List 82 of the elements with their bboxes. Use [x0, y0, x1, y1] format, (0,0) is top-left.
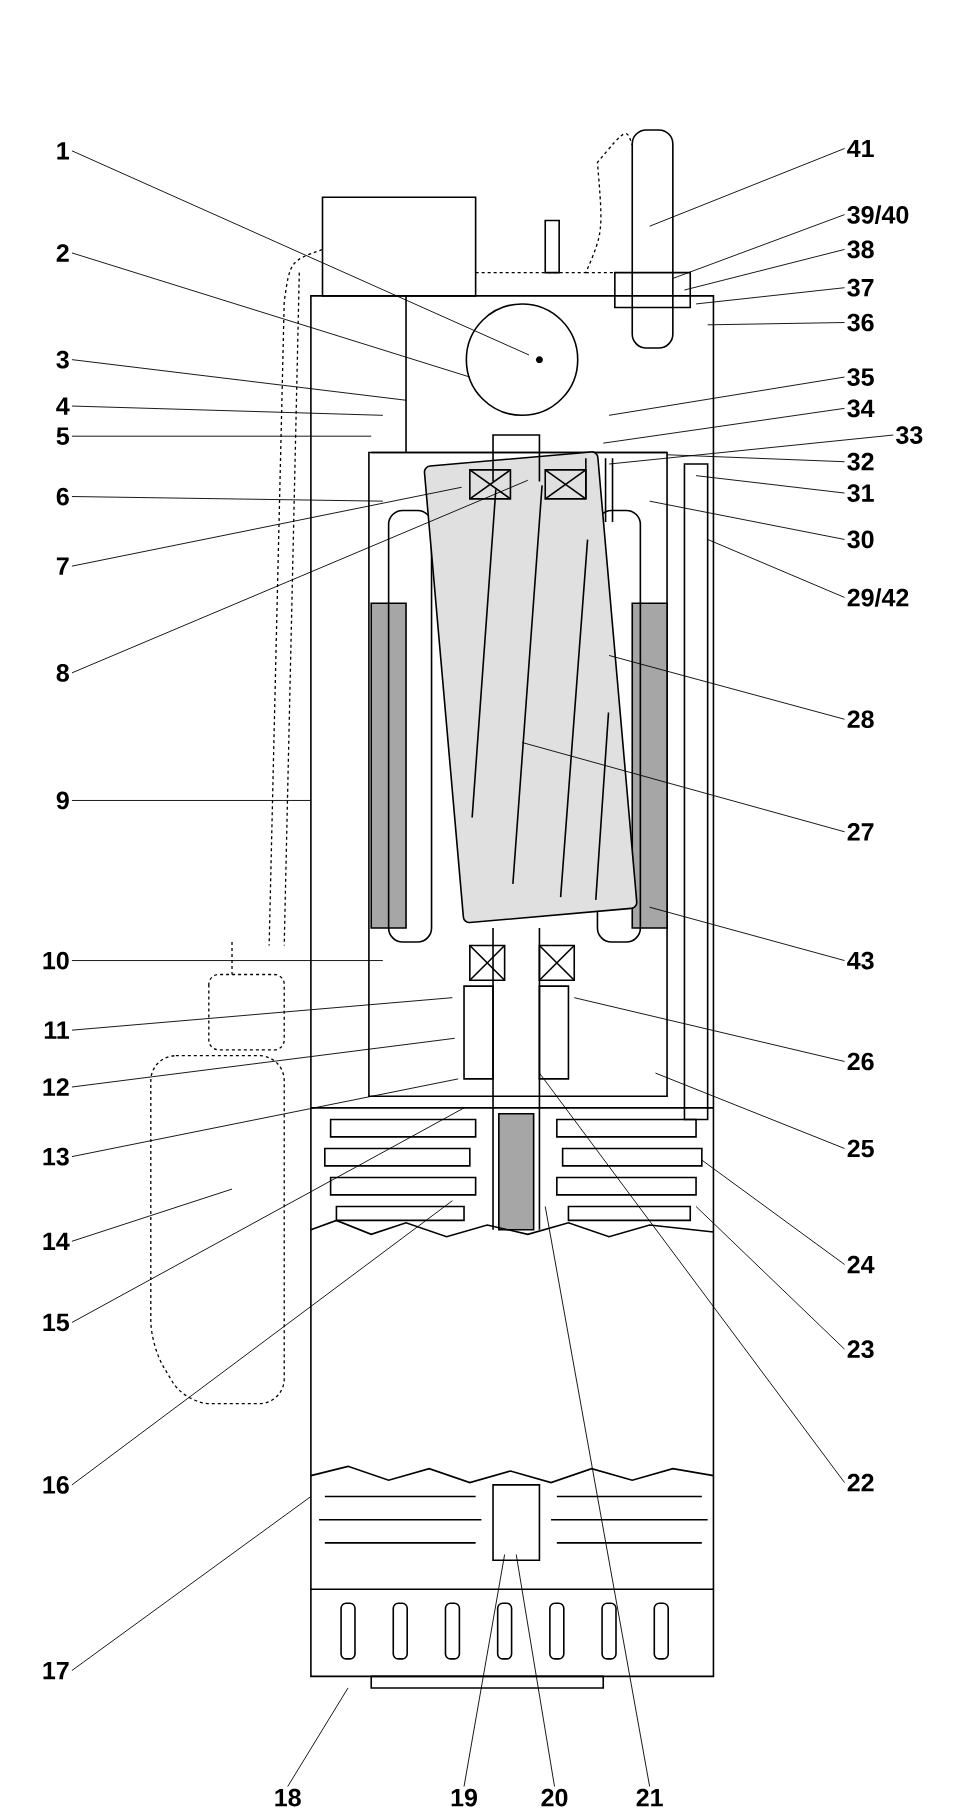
leader-line	[71, 405, 384, 416]
callout-number: 10	[43, 951, 69, 970]
callout-number: 23	[847, 1340, 874, 1359]
callout-number: 1	[57, 142, 70, 160]
leader-line	[655, 1072, 846, 1149]
callout-number: 7	[57, 557, 69, 575]
leader-line	[71, 435, 372, 437]
callout-number: 12	[43, 1078, 69, 1096]
leader-line	[71, 486, 463, 567]
callout-number: 34	[847, 399, 875, 418]
leader-line	[71, 150, 530, 356]
leader-line	[71, 1200, 454, 1486]
callout-number: 28	[847, 710, 874, 729]
leader-line	[695, 1206, 846, 1350]
leader-line	[603, 407, 846, 444]
callout-number: 9	[56, 791, 69, 810]
callout-number: 13	[43, 1147, 70, 1166]
callout-number: 21	[636, 1788, 664, 1807]
callout-number: 27	[847, 823, 874, 841]
leader-line	[71, 359, 407, 401]
leader-line	[649, 148, 846, 227]
callout-number: 4	[56, 397, 70, 415]
leader-line	[71, 960, 384, 961]
leader-line	[521, 742, 846, 833]
callout-number: 3	[56, 350, 70, 369]
callout-number: 11	[45, 1021, 70, 1039]
callout-number: 39/40	[847, 205, 909, 224]
callout-number: 30	[847, 530, 874, 549]
leader-line	[71, 997, 454, 1031]
callout-number: 35	[847, 368, 875, 386]
leader-line	[707, 539, 846, 598]
leader-line	[695, 475, 846, 494]
leader-line	[701, 1159, 846, 1265]
callout-number: 2	[56, 244, 69, 262]
callout-number: 29/42	[847, 588, 909, 607]
callout-number: 41	[847, 139, 875, 158]
callout-number: 5	[56, 427, 70, 445]
leader-line	[608, 434, 894, 465]
leader-line	[516, 1554, 556, 1787]
leader-line	[608, 376, 846, 416]
leader-line	[71, 800, 312, 801]
leader-line	[649, 500, 846, 540]
leader-line	[574, 997, 846, 1062]
callout-number: 19	[451, 1788, 478, 1807]
callout-number: 32	[847, 452, 874, 471]
callout-number: 24	[847, 1255, 875, 1274]
leader-line	[545, 1206, 651, 1787]
leader-line	[672, 214, 846, 279]
callout-number: 8	[56, 664, 70, 682]
callout-number: 22	[847, 1473, 874, 1492]
callout-number: 25	[847, 1139, 875, 1158]
callout-number: 20	[541, 1788, 568, 1807]
leader-line	[287, 1687, 349, 1787]
callout-number: 26	[847, 1052, 874, 1071]
leader-line	[695, 287, 846, 305]
leader-line	[71, 1078, 459, 1158]
callout-number: 18	[275, 1788, 302, 1807]
callout-number: 43	[847, 951, 874, 970]
leader-line	[463, 1554, 506, 1787]
callout-number: 17	[43, 1661, 69, 1680]
callout-number: 14	[43, 1232, 70, 1250]
leader-line	[71, 252, 471, 378]
callout-number: 37	[847, 278, 874, 297]
callout-number: 6	[56, 487, 70, 506]
leader-line	[684, 249, 846, 291]
leader-line	[71, 496, 384, 502]
callout-number: 33	[896, 426, 923, 444]
callout-number: 15	[43, 1313, 70, 1332]
leader-line	[71, 1037, 456, 1088]
leader-line	[649, 906, 846, 961]
leader-line	[539, 1072, 846, 1484]
callout-number: 36	[847, 313, 874, 332]
leader-line	[707, 322, 846, 326]
leader-line	[71, 1496, 312, 1671]
callout-number: 16	[43, 1476, 70, 1494]
callout-number: 31	[847, 484, 875, 502]
leader-line	[666, 454, 846, 463]
leader-line	[608, 655, 846, 720]
leader-line	[71, 1188, 233, 1242]
callout-number: 38	[847, 240, 874, 259]
leader-line	[71, 479, 529, 674]
leader-line	[71, 1107, 465, 1323]
